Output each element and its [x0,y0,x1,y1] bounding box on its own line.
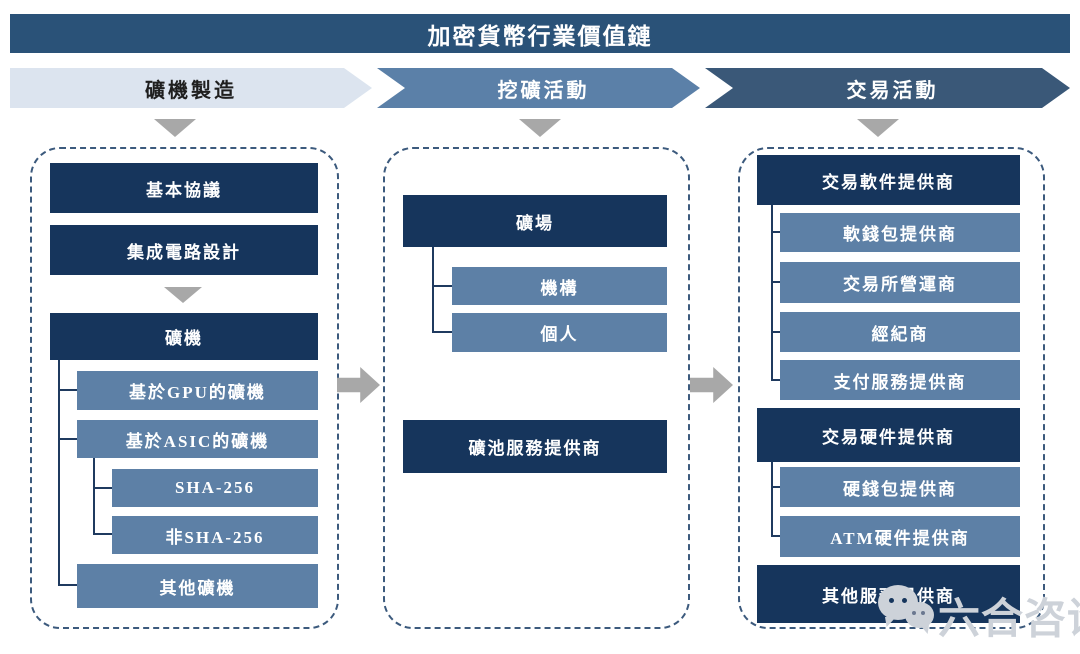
node-institution: 機構 [452,267,667,305]
node-non-sha256: 非SHA-256 [112,516,318,554]
connector-line [58,438,77,440]
node-label: 交易硬件提供商 [822,427,955,447]
stage-label: 挖礦活動 [497,79,590,102]
node-atm-hardware-provider: ATM硬件提供商 [780,516,1020,557]
connector-line [771,535,780,537]
node-broker: 經紀商 [780,312,1020,352]
node-label: 礦池服務提供商 [468,439,602,458]
node-label: 交易軟件提供商 [822,172,955,192]
stage-banner-mining-machine-manufacturing: 礦機製造 [10,68,372,108]
page-title: 加密貨幣行業價值鏈 [427,23,653,49]
connector-line [771,486,780,488]
node-mine-farm: 礦場 [403,195,667,247]
connector-line [771,205,773,381]
node-label: 礦機 [165,329,203,348]
node-label: 基於GPU的礦機 [129,383,266,402]
node-label: 集成電路設計 [127,242,241,262]
node-mining-machine: 礦機 [50,313,318,360]
connector-line [93,533,112,535]
diagram-title-bar: 加密貨幣行業價值鏈 [10,14,1070,53]
connector-line [771,231,780,233]
triangle-down-icon [857,119,899,137]
stage-label: 礦機製造 [145,79,237,102]
connector-line [771,379,780,381]
node-label: 硬錢包提供商 [843,479,957,499]
node-mining-pool-service-provider: 礦池服務提供商 [403,420,667,473]
node-label: 支付服務提供商 [833,372,967,392]
node-other-service-provider: 其他服務提供商 [757,565,1020,623]
node-label: 個人 [540,325,579,344]
stage-banner-mining-activities: 挖礦活動 [377,68,700,108]
node-label: 其他礦機 [159,578,236,598]
arrow-right-icon [337,367,380,403]
node-ic-design: 集成電路設計 [50,225,318,275]
connector-line [771,462,773,537]
connector-line [432,285,452,287]
connector-line [93,487,112,489]
triangle-down-icon [154,119,196,137]
stage-label: 交易活動 [846,79,939,102]
connector-line [432,247,434,333]
connector-line [58,584,77,586]
node-asic-miner: 基於ASIC的礦機 [77,420,318,458]
node-label: 基本協議 [146,180,222,200]
node-label: SHA-256 [174,478,256,497]
node-label: 礦場 [516,213,554,233]
triangle-down-icon [519,119,561,137]
connector-line [771,281,780,283]
stage-banner-trading-activities: 交易活動 [705,68,1070,108]
node-label: 非SHA-256 [165,527,265,547]
node-trading-software-provider: 交易軟件提供商 [757,155,1020,205]
node-sha256: SHA-256 [112,469,318,507]
node-label: 基於ASIC的礦機 [125,431,270,451]
node-label: 交易所營運商 [843,275,957,294]
group-mining-activities [383,147,690,629]
arrow-right-icon [690,367,733,403]
node-basic-protocol: 基本協議 [50,163,318,213]
connector-line [771,331,780,333]
node-gpu-miner: 基於GPU的礦機 [77,371,318,410]
node-label: 其他服務提供商 [822,586,955,606]
node-label: ATM硬件提供商 [830,529,970,548]
node-exchange-operator: 交易所營運商 [780,262,1020,303]
connector-line [93,458,95,535]
node-hard-wallet-provider: 硬錢包提供商 [780,467,1020,507]
node-label: 軟錢包提供商 [843,225,957,244]
node-label: 機構 [540,278,579,298]
group-trading-activities [738,147,1045,629]
node-other-miners: 其他礦機 [77,564,318,608]
connector-line [58,389,77,391]
node-individual: 個人 [452,313,667,352]
connector-line [58,360,60,586]
node-label: 經紀商 [871,324,929,344]
node-payment-service-provider: 支付服務提供商 [780,360,1020,400]
node-soft-wallet-provider: 軟錢包提供商 [780,213,1020,252]
connector-line [432,331,452,333]
node-trading-hardware-provider: 交易硬件提供商 [757,408,1020,462]
